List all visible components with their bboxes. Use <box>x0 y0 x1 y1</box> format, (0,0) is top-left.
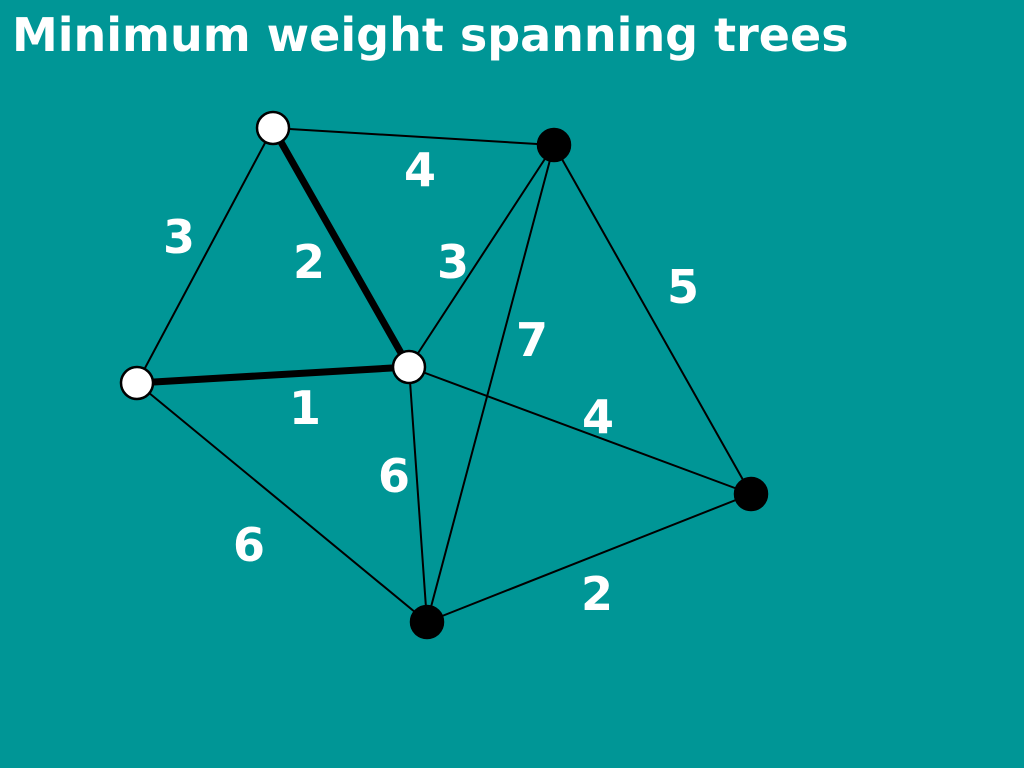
edge-f-e <box>426 493 752 623</box>
vertices-layer <box>119 110 769 640</box>
edge-a-b <box>272 127 555 146</box>
edge-b-e <box>553 144 752 495</box>
edge-b-f <box>426 144 555 623</box>
edge-weight-label: 1 <box>289 381 321 435</box>
edge-weight-label: 6 <box>378 449 410 503</box>
edge-d-f <box>408 366 428 623</box>
edge-weight-label: 3 <box>437 235 469 289</box>
vertex-c-tree <box>119 365 155 401</box>
edge-weight-label: 7 <box>516 313 548 367</box>
edge-weight-label: 4 <box>582 390 614 444</box>
edge-weight-label: 6 <box>233 518 265 572</box>
edge-d-b <box>408 144 555 368</box>
vertex-a-tree <box>255 110 291 146</box>
vertex-f <box>409 604 445 640</box>
edge-weight-label: 4 <box>404 143 436 197</box>
edge-c-f <box>136 382 428 623</box>
edge-weight-label: 2 <box>293 235 325 289</box>
slide-title: Minimum weight spanning trees <box>12 8 849 62</box>
edge-weight-label: 3 <box>163 210 195 264</box>
edge-a-c <box>136 127 274 384</box>
edges-layer <box>133 124 752 623</box>
edge-weight-label: 5 <box>667 260 699 314</box>
edge-c-d-tree <box>133 363 413 387</box>
edge-d-e <box>408 366 752 495</box>
vertex-e <box>733 476 769 512</box>
vertex-d-tree <box>391 349 427 385</box>
edge-a-d-tree <box>269 124 413 371</box>
vertex-b <box>536 127 572 163</box>
edge-weight-label: 2 <box>581 567 613 621</box>
